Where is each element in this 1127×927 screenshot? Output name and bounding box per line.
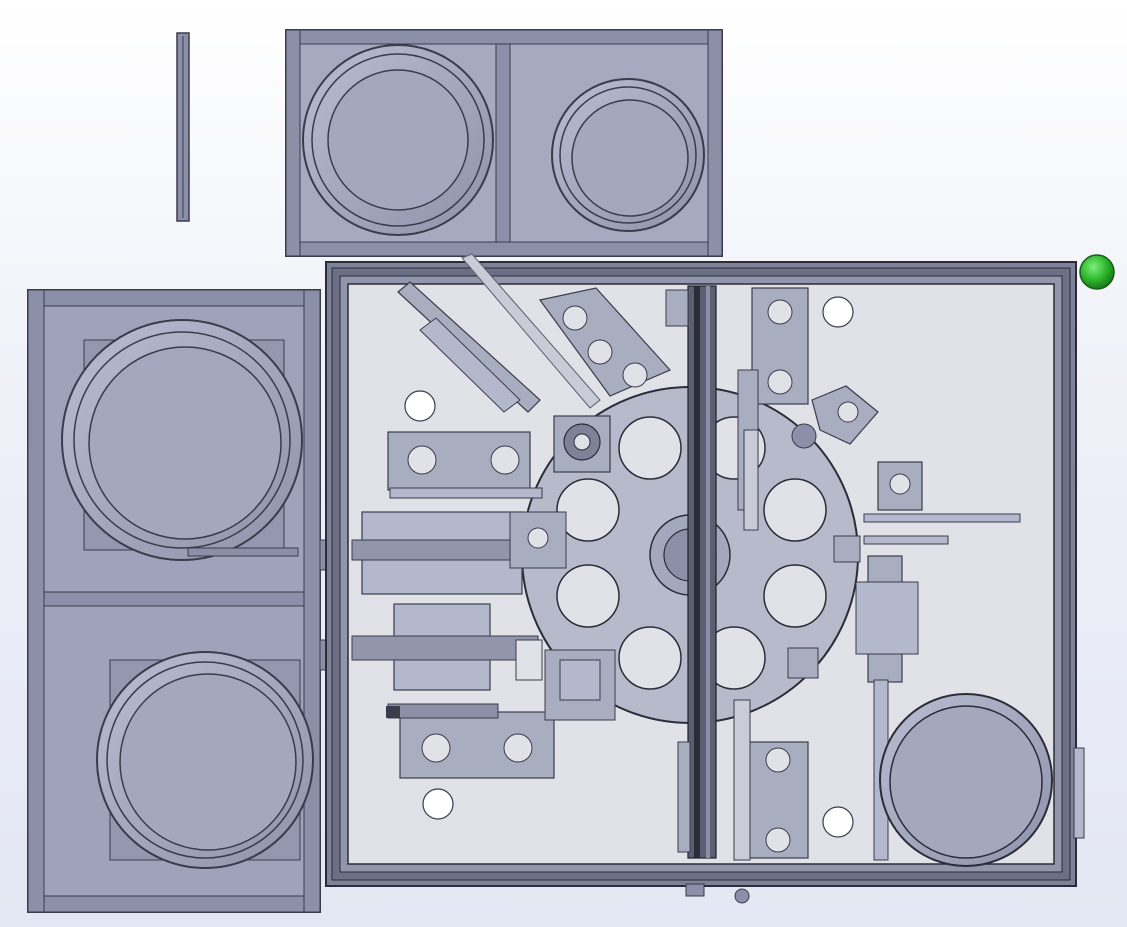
- lower-left-station-block: [544, 649, 616, 721]
- left-lower-vibratory-bowl: [96, 651, 314, 869]
- lower-right-clamp-column: [733, 647, 819, 861]
- left-lower-clamp-unit: [386, 703, 555, 779]
- right-output-rail: [833, 461, 1021, 861]
- left-linear-actuator-2: [351, 603, 543, 691]
- vertical-guide-rail: [665, 285, 717, 859]
- right-upper-clamp-column: [737, 287, 809, 531]
- top-left-vibratory-bowl: [302, 44, 494, 236]
- plate-mounting-holes: [404, 296, 854, 838]
- diagonal-feed-track: [397, 253, 672, 413]
- left-linear-actuator-1: [351, 511, 567, 595]
- right-angled-bracket: [791, 385, 879, 449]
- status-indicator-light: [1079, 254, 1115, 290]
- bottom-right-collection-bowl: [879, 693, 1085, 867]
- upper-rotary-gripper: [553, 415, 611, 473]
- loose-bracket: [176, 32, 190, 222]
- left-upper-clamp-unit: [387, 431, 543, 499]
- left-upper-vibratory-bowl: [61, 319, 303, 561]
- frame-feet: [685, 883, 750, 904]
- top-right-vibratory-bowl: [551, 78, 705, 232]
